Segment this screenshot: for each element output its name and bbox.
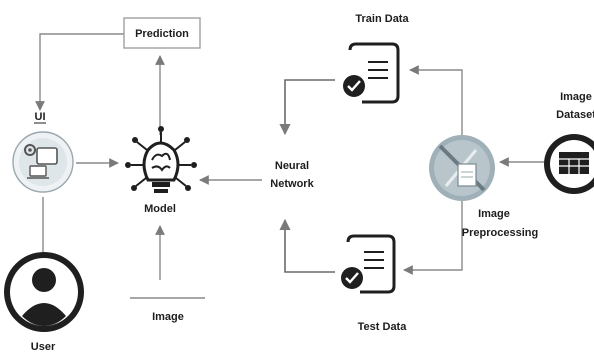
image-dataset-node: Image Dataset xyxy=(544,91,594,194)
user-label: User xyxy=(31,341,56,353)
image-dataset-label-line2: Dataset xyxy=(556,109,594,121)
ui-devices-icon xyxy=(12,131,74,193)
image-preprocessing-label-line1: Image xyxy=(478,208,510,220)
user-node: User xyxy=(4,252,84,353)
neural-network-label-line2: Network xyxy=(270,178,314,190)
arrow-test-to-network xyxy=(279,218,335,273)
image-dataset-label-line1: Image xyxy=(560,91,592,103)
train-data-label: Train Data xyxy=(355,13,409,25)
preprocessing-tools-icon xyxy=(429,135,495,201)
document-check-icon xyxy=(343,42,400,104)
user-avatar-icon xyxy=(4,252,84,332)
train-data-node: Train Data xyxy=(343,13,409,104)
model-node: Model xyxy=(125,126,197,215)
image-label: Image xyxy=(152,311,184,323)
neural-network-node: Neural Network xyxy=(270,160,314,190)
brain-bulb-icon xyxy=(125,126,197,193)
test-data-node: Test Data xyxy=(341,234,408,333)
image-preprocessing-label-line2: Preprocessing xyxy=(462,227,538,239)
prediction-label: Prediction xyxy=(135,28,189,40)
prediction-node: Prediction xyxy=(123,17,201,49)
document-check-icon xyxy=(341,234,396,294)
neural-network-label-line1: Neural xyxy=(275,160,309,172)
test-data-label: Test Data xyxy=(358,321,408,333)
arrow-prediction-to-ui xyxy=(35,33,124,111)
ui-label: UI xyxy=(35,111,46,123)
arrow-preprocessing-to-train xyxy=(409,65,463,138)
arrow-train-to-network xyxy=(279,79,335,136)
image-preprocessing-node: Image Preprocessing xyxy=(429,135,538,239)
dataset-table-icon xyxy=(544,134,594,194)
model-label: Model xyxy=(144,203,176,215)
ui-node: UI xyxy=(12,111,74,193)
arrow-preprocessing-to-test xyxy=(403,200,463,275)
